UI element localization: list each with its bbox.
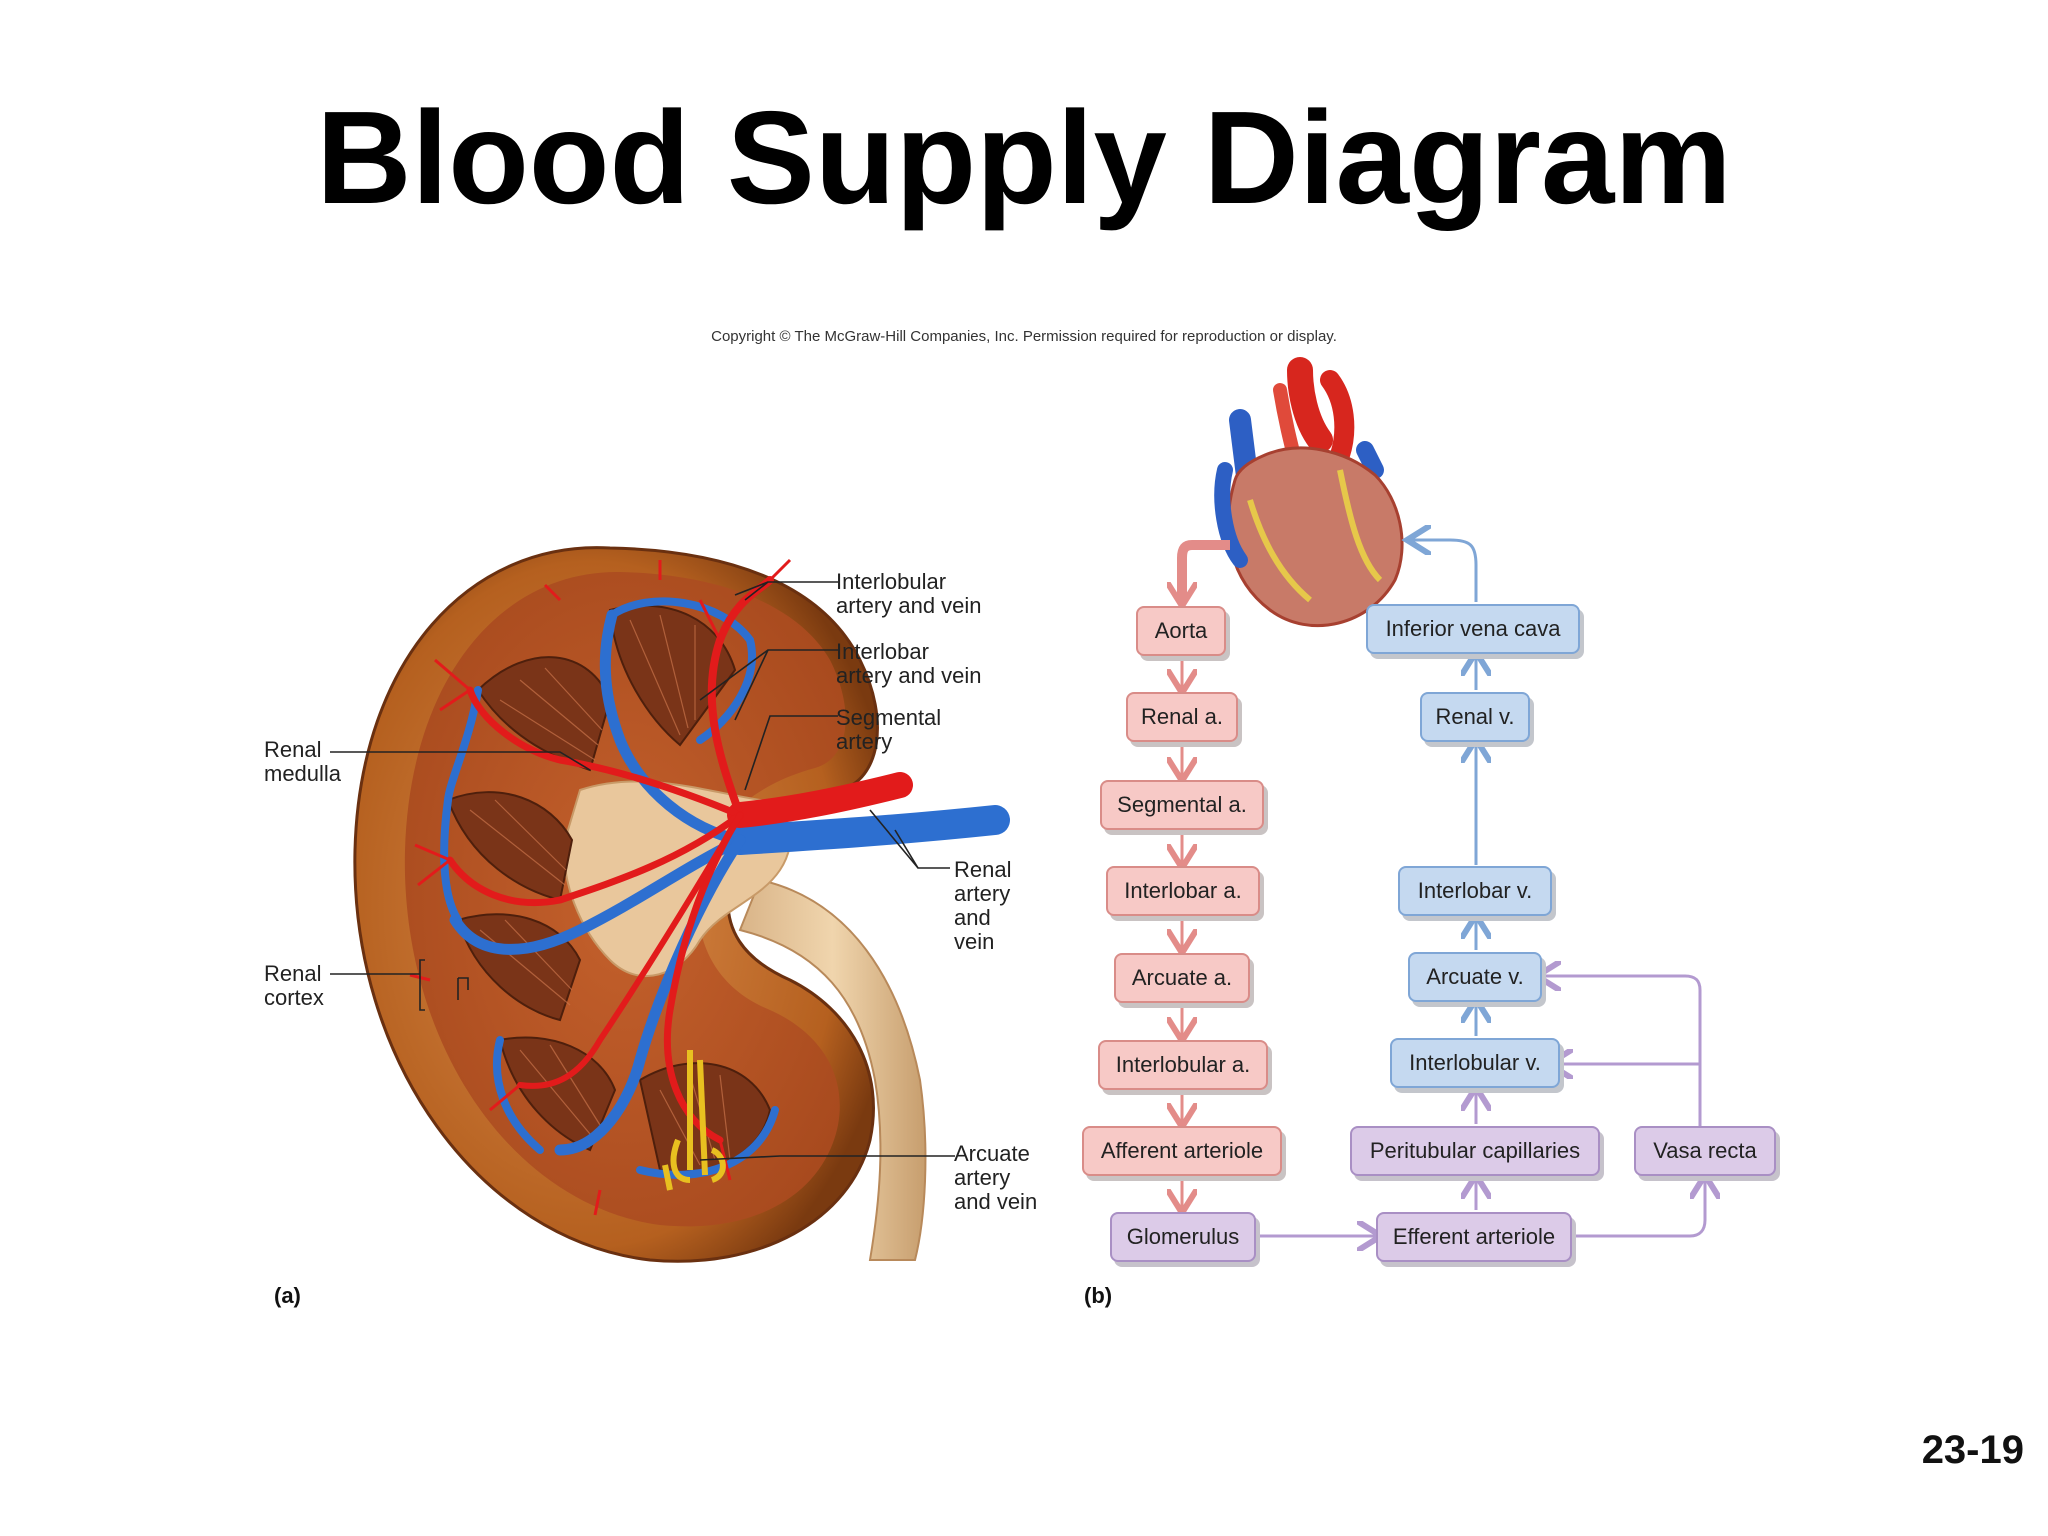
panel-a-label: (a): [274, 1283, 301, 1308]
veins: [440, 597, 1010, 1179]
slide-title: Blood Supply Diagram: [316, 84, 1732, 231]
flow-inferior-vena-cava: Inferior vena cava: [1366, 604, 1580, 654]
flow-afferent-arteriole: Afferent arteriole: [1082, 1126, 1282, 1176]
nephron-detail: [662, 1050, 726, 1191]
renal-vein: [725, 805, 1010, 855]
page-number: 23-19: [1921, 1428, 2024, 1472]
callout-renal-medulla: Renal medulla: [264, 737, 342, 786]
renal-artery: [727, 772, 913, 828]
arteries: [446, 576, 913, 1144]
flow-interlobar-vein: Interlobar v.: [1398, 866, 1552, 916]
copyright-notice: Copyright © The McGraw-Hill Companies, I…: [711, 328, 1337, 345]
callout-renal-artery-vein: Renal artery and vein: [954, 857, 1012, 954]
flow-arcuate-vein: Arcuate v.: [1408, 952, 1542, 1002]
flow-segmental-artery: Segmental a.: [1100, 780, 1264, 830]
flow-renal-vein: Renal v.: [1420, 692, 1530, 742]
flow-arcuate-artery: Arcuate a.: [1114, 953, 1250, 1003]
flow-interlobular-vein: Interlobular v.: [1390, 1038, 1560, 1088]
pyramid-striations: [469, 614, 731, 1166]
callout-renal-cortex: Renal cortex: [264, 961, 324, 1010]
heart-icon: [1214, 357, 1404, 627]
callout-segmental: Segmental artery: [836, 705, 942, 754]
flow-glomerulus: Glomerulus: [1110, 1212, 1256, 1262]
flow-renal-artery: Renal a.: [1126, 692, 1238, 742]
callout-interlobar: Interlobar artery and vein: [836, 639, 982, 688]
callout-leaders: [330, 581, 955, 1161]
pyramid-upper-2: [608, 604, 737, 747]
ureter: [738, 878, 927, 1261]
capillary-arrows: [1258, 976, 1705, 1236]
flow-efferent-arteriole: Efferent arteriole: [1376, 1212, 1572, 1262]
arterial-arrows: [1177, 540, 1230, 600]
flow-peritubular-capillaries: Peritubular capillaries: [1350, 1126, 1600, 1176]
flow-interlobar-artery: Interlobar a.: [1106, 866, 1260, 916]
venous-arrows: [1410, 540, 1476, 1036]
flow-aorta: Aorta: [1136, 606, 1226, 656]
flow-interlobular-artery: Interlobular a.: [1098, 1040, 1268, 1090]
callout-interlobular: Interlobular artery and vein: [836, 569, 982, 618]
flow-vasa-recta: Vasa recta: [1634, 1126, 1776, 1176]
pyramid-lower-1: [498, 1036, 617, 1152]
interlobular-vessels: [409, 558, 792, 1216]
callout-arcuate: Arcuate artery and vein: [954, 1141, 1038, 1214]
panel-b-label: (b): [1084, 1283, 1113, 1308]
